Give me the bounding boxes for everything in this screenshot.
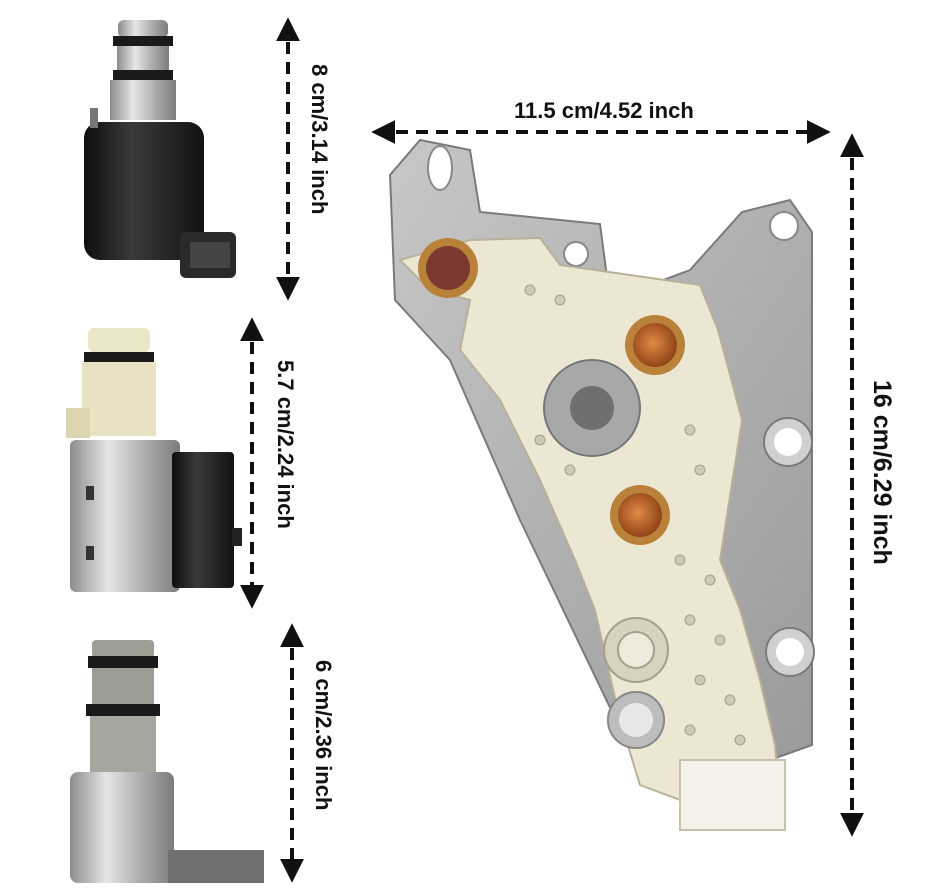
shift-solenoid-1-image (84, 20, 236, 278)
dimension-label-solenoid-2: 5.7 cm/2.24 inch (273, 360, 298, 529)
dimension-label-solenoid-3: 6 cm/2.36 inch (311, 660, 336, 811)
shift-solenoid-2-image (66, 328, 242, 592)
solenoid-body-plate-image (388, 138, 815, 832)
dimension-label-plate-width: 11.5 cm/4.52 inch (514, 98, 694, 123)
dimension-label-solenoid-1: 8 cm/3.14 inch (307, 64, 332, 215)
dimension-label-plate-height: 16 cm/6.29 inch (868, 380, 896, 565)
shift-solenoid-3-image (70, 640, 264, 883)
